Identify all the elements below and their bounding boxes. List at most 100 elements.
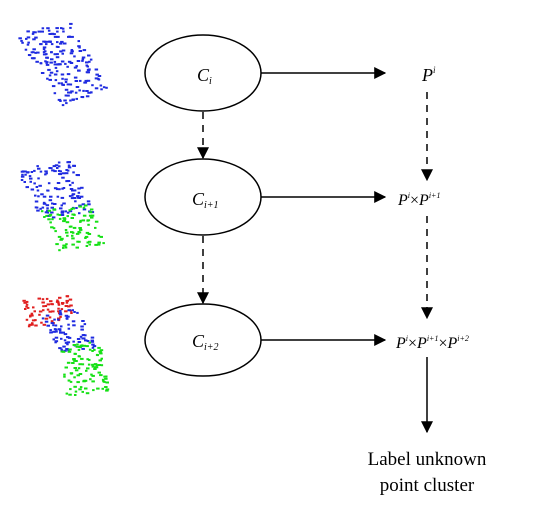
red-point [38,310,43,313]
blue-point [42,202,47,205]
green-point [58,249,61,252]
red-point [44,317,49,320]
blue-point [27,41,30,44]
blue-point [23,181,26,183]
blue-point [53,53,57,56]
blue-point [60,73,65,76]
blue-point [78,46,81,49]
blue-point [67,327,71,330]
green-point [103,380,106,383]
red-point [22,299,26,302]
blue-point [52,330,56,333]
green-point [68,348,72,351]
green-point [57,235,62,238]
red-point [67,305,71,308]
blue-point [26,43,30,46]
blue-point [77,40,80,43]
blue-point [77,341,82,343]
blue-point [42,51,46,54]
blue-point [56,53,59,56]
green-point [76,381,80,384]
blue-point [61,49,66,52]
green-point [99,352,103,355]
green-point [77,367,81,370]
blue-point [48,78,52,81]
red-point [38,313,41,316]
blue-point [75,65,78,68]
blue-point [65,348,69,350]
blue-point [59,50,63,53]
blue-point [44,211,49,214]
blue-point [45,204,50,207]
red-point [57,307,60,310]
blue-point [92,345,97,348]
blue-point [49,329,52,332]
blue-point [30,171,34,173]
blue-point [63,333,68,336]
blue-point [76,311,79,314]
blue-point [64,341,69,344]
green-point [70,231,74,234]
blue-point [42,195,47,198]
green-point [61,350,66,353]
green-point [75,345,80,348]
blue-point [97,75,102,77]
blue-point [78,89,81,92]
blue-point [51,202,54,205]
green-point [93,363,98,366]
green-point [68,209,71,212]
blue-point [68,184,72,187]
final-label-line1: Label unknown [368,449,487,470]
blue-point [67,164,71,167]
green-point [88,348,92,351]
green-point [84,204,88,207]
blue-point [60,40,64,43]
green-point [66,215,69,218]
green-point [102,242,105,245]
green-point [47,218,51,221]
red-point [64,305,69,307]
blue-point [61,187,64,190]
blue-point [54,66,58,69]
green-point [87,363,91,366]
blue-point [63,339,67,342]
red-point [30,314,34,317]
blue-point [70,50,74,53]
blue-point [70,35,74,38]
node-c-i2-base: C [192,331,205,351]
red-point [50,320,54,323]
red-point [25,300,29,303]
green-point [76,343,79,346]
red-point [34,324,38,327]
blue-point [66,83,71,86]
green-point [78,231,82,234]
blue-point [72,171,75,174]
red-point [55,300,60,303]
blue-point [47,182,51,185]
blue-point [59,42,63,45]
blue-point [33,182,36,185]
red-point [46,303,51,306]
green-point [78,228,83,231]
green-point [58,217,62,220]
blue-point [53,187,58,190]
blue-point [58,347,62,350]
green-point [82,344,86,347]
blue-point [65,317,68,320]
blue-point [60,210,65,213]
blue-point [37,195,40,198]
blue-point [47,214,51,217]
red-point [26,306,30,309]
green-point [59,238,63,241]
blue-point [60,337,63,340]
green-point [91,374,95,377]
blue-point [29,177,33,180]
green-point [84,237,87,239]
blue-point [38,184,42,187]
green-point [98,350,102,353]
red-point [37,297,41,300]
blue-point [54,330,58,333]
blue-point [84,334,87,337]
blue-point [50,51,53,54]
green-point [101,378,105,381]
